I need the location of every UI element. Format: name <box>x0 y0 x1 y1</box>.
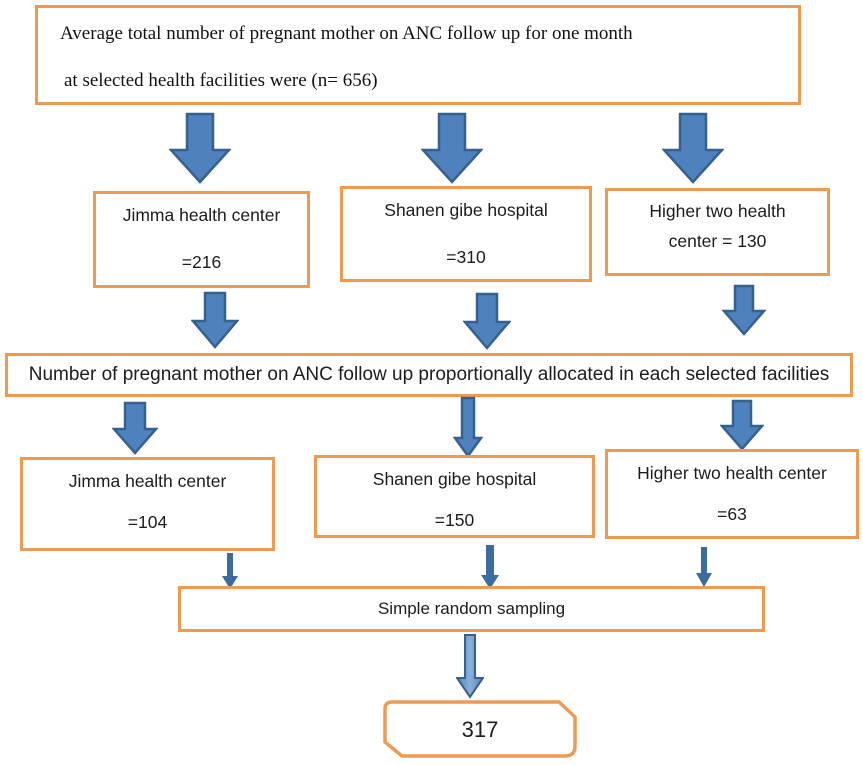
proportional-allocation-box: Number of pregnant mother on ANC follow … <box>5 353 853 397</box>
facility-sample-box-shanen: Shanen gibe hospital =150 <box>314 455 595 538</box>
facility-name: Shanen gibe hospital <box>372 469 537 489</box>
facility-count: =216 <box>181 251 222 272</box>
down-arrow-icon <box>463 292 511 350</box>
facility-count: =150 <box>434 509 475 530</box>
facility-count: =310 <box>446 246 486 267</box>
down-arrow-icon <box>169 112 231 184</box>
facility-sample-box-jimma: Jimma health center =104 <box>20 457 275 551</box>
facility-name: Higher two health <box>649 201 786 221</box>
down-arrow-icon <box>481 545 499 589</box>
facility-count: center = 130 <box>668 230 767 251</box>
down-arrow-icon <box>222 553 238 589</box>
facility-name: Jimma health center <box>68 471 227 491</box>
facility-name: Shanen gibe hospital <box>384 200 548 220</box>
down-arrow-icon <box>421 112 483 184</box>
down-arrow-icon <box>191 291 239 349</box>
facility-total-box-jimma: Jimma health center =216 <box>93 191 310 288</box>
snipped-corner-rectangle <box>383 700 577 758</box>
down-arrow-icon <box>112 401 158 455</box>
allocation-text: Number of pregnant mother on ANC follow … <box>28 364 830 385</box>
facility-name: Jimma health center <box>122 205 281 225</box>
facility-count: =63 <box>717 503 747 524</box>
source-box-line2: at selected health facilities were (n= 6… <box>64 70 378 91</box>
facility-total-box-higher-two: Higher two health center = 130 <box>605 188 830 276</box>
down-arrow-icon <box>662 112 724 184</box>
facility-name: Higher two health center <box>637 463 827 483</box>
down-arrow-icon <box>720 399 764 451</box>
down-arrow-icon <box>456 634 484 699</box>
source-box-line1: Average total number of pregnant mother … <box>60 23 633 44</box>
sampling-text: Simple random sampling <box>377 599 566 618</box>
simple-random-sampling-box: Simple random sampling <box>178 586 765 632</box>
final-sample-size-box: 317 <box>383 700 577 760</box>
final-sample-size-value: 317 <box>461 717 499 742</box>
facility-sample-box-higher-two: Higher two health center =63 <box>605 449 859 539</box>
facility-total-box-shanen: Shanen gibe hospital =310 <box>340 186 592 282</box>
down-arrow-icon <box>453 396 483 458</box>
source-population-box: Average total number of pregnant mother … <box>35 5 801 105</box>
facility-count: =104 <box>127 511 168 532</box>
down-arrow-icon <box>696 547 712 587</box>
down-arrow-icon <box>722 284 766 336</box>
